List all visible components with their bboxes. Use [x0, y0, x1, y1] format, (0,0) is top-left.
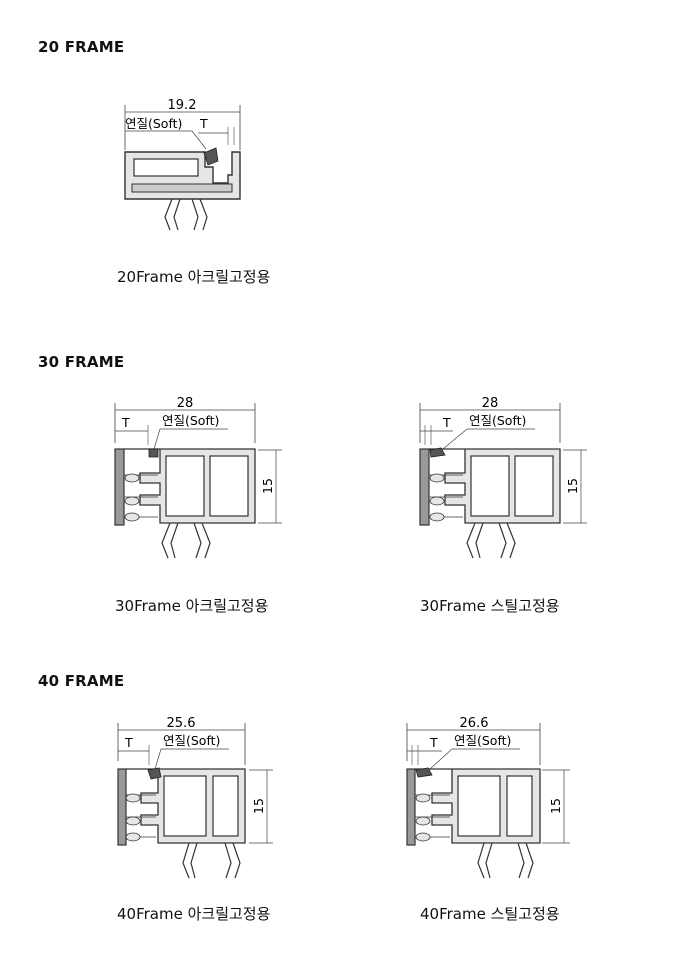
t-dimension-label: T [121, 415, 130, 430]
soft-material-label: 연질(Soft) [454, 733, 511, 748]
figure-caption-40-steel: 40Frame 스틸고정용 [420, 905, 560, 923]
height-dimension-label: 15 [260, 478, 275, 494]
figure-caption-40-acrylic: 40Frame 아크릴고정용 [117, 905, 271, 923]
soft-material-label: 연질(Soft) [162, 413, 219, 428]
profile-diagram-30-steel: 28 T 연질(Soft) 15 [419, 396, 587, 559]
section-heading-20-frame: 20 FRAME [38, 38, 125, 56]
section-heading-40-frame: 40 FRAME [38, 672, 125, 690]
t-dimension-label: T [124, 735, 133, 750]
width-dimension-label: 28 [482, 396, 499, 411]
figure-caption-20-acrylic: 20Frame 아크릴고정용 [117, 268, 271, 286]
figure-caption-30-acrylic: 30Frame 아크릴고정용 [115, 597, 269, 615]
profile-diagram-40-steel: 26.6 T 연질(Soft) 15 [406, 716, 570, 879]
figure-caption-30-steel: 30Frame 스틸고정용 [420, 597, 560, 615]
t-dimension-label: T [199, 116, 208, 131]
soft-material-label: 연질(Soft) [469, 413, 526, 428]
width-dimension-label: 28 [177, 396, 194, 411]
height-dimension-label: 15 [251, 798, 266, 814]
profile-diagram-40-acrylic: 25.6 T 연질(Soft) 15 [117, 716, 273, 879]
profile-diagram-30-acrylic: 28 T 연질(Soft) 15 [114, 396, 282, 559]
soft-material-label: 연질(Soft) [125, 116, 182, 131]
profile-diagram-20-acrylic: 19.2 연질(Soft) T [124, 98, 241, 231]
soft-material-label: 연질(Soft) [163, 733, 220, 748]
width-dimension-label: 26.6 [460, 716, 489, 731]
width-dimension-label: 19.2 [168, 98, 197, 113]
height-dimension-label: 15 [565, 478, 580, 494]
width-dimension-label: 25.6 [167, 716, 196, 731]
t-dimension-label: T [442, 415, 451, 430]
t-dimension-label: T [429, 735, 438, 750]
section-heading-30-frame: 30 FRAME [38, 353, 125, 371]
height-dimension-label: 15 [548, 798, 563, 814]
